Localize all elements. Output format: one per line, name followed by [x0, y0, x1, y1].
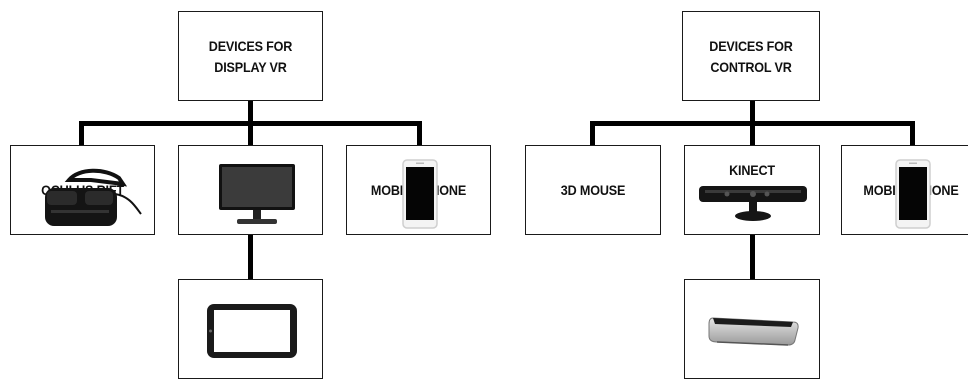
child-node-monitor: MONITOR	[178, 145, 323, 235]
child-node-mobile-phone: MOBILE PHONE	[346, 145, 491, 235]
root-node-control-vr: DEVICES FOR CONTROL VR	[682, 11, 820, 101]
connector-to-child-1	[79, 121, 84, 146]
connector-root-down	[248, 100, 253, 124]
connector-to-child-1	[590, 121, 595, 146]
child-node-mobile-phone: MOBILE PHONE	[841, 145, 968, 235]
root-label-line-2: DISPLAY VR	[214, 59, 287, 75]
child-node-kinect: KINECT	[684, 145, 820, 235]
connector-to-grandchild	[248, 234, 253, 280]
connector-to-grandchild	[750, 234, 755, 280]
leap-motion-icon	[708, 317, 799, 346]
vr-headset-icon	[45, 168, 142, 226]
root-node-display-vr: DEVICES FOR DISPLAY VR	[178, 11, 323, 101]
root-label-line-2: CONTROL VR	[710, 59, 792, 75]
connector-to-child-2	[750, 121, 755, 146]
root-label-line-1: DEVICES FOR	[709, 38, 793, 54]
child-node-oculus-rift: OCULUS RIFT	[10, 145, 155, 235]
child-label-kinect: KINECT	[729, 162, 775, 178]
smartphone-icon	[895, 159, 931, 229]
smartphone-icon	[402, 159, 438, 229]
kinect-sensor-icon	[699, 186, 807, 221]
connector-to-child-3	[910, 121, 915, 146]
grandchild-node-leap-motion	[684, 279, 820, 379]
child-label-3d-mouse: 3D MOUSE	[560, 182, 626, 198]
tablet-icon	[207, 304, 297, 358]
root-label-line-1: DEVICES FOR	[208, 38, 293, 54]
connector-to-child-3	[417, 121, 422, 146]
child-node-3d-mouse: 3D MOUSE	[525, 145, 661, 235]
monitor-icon	[219, 164, 295, 224]
grandchild-node-tablet	[178, 279, 323, 379]
connector-root-down	[750, 100, 755, 124]
connector-to-child-2	[248, 121, 253, 146]
